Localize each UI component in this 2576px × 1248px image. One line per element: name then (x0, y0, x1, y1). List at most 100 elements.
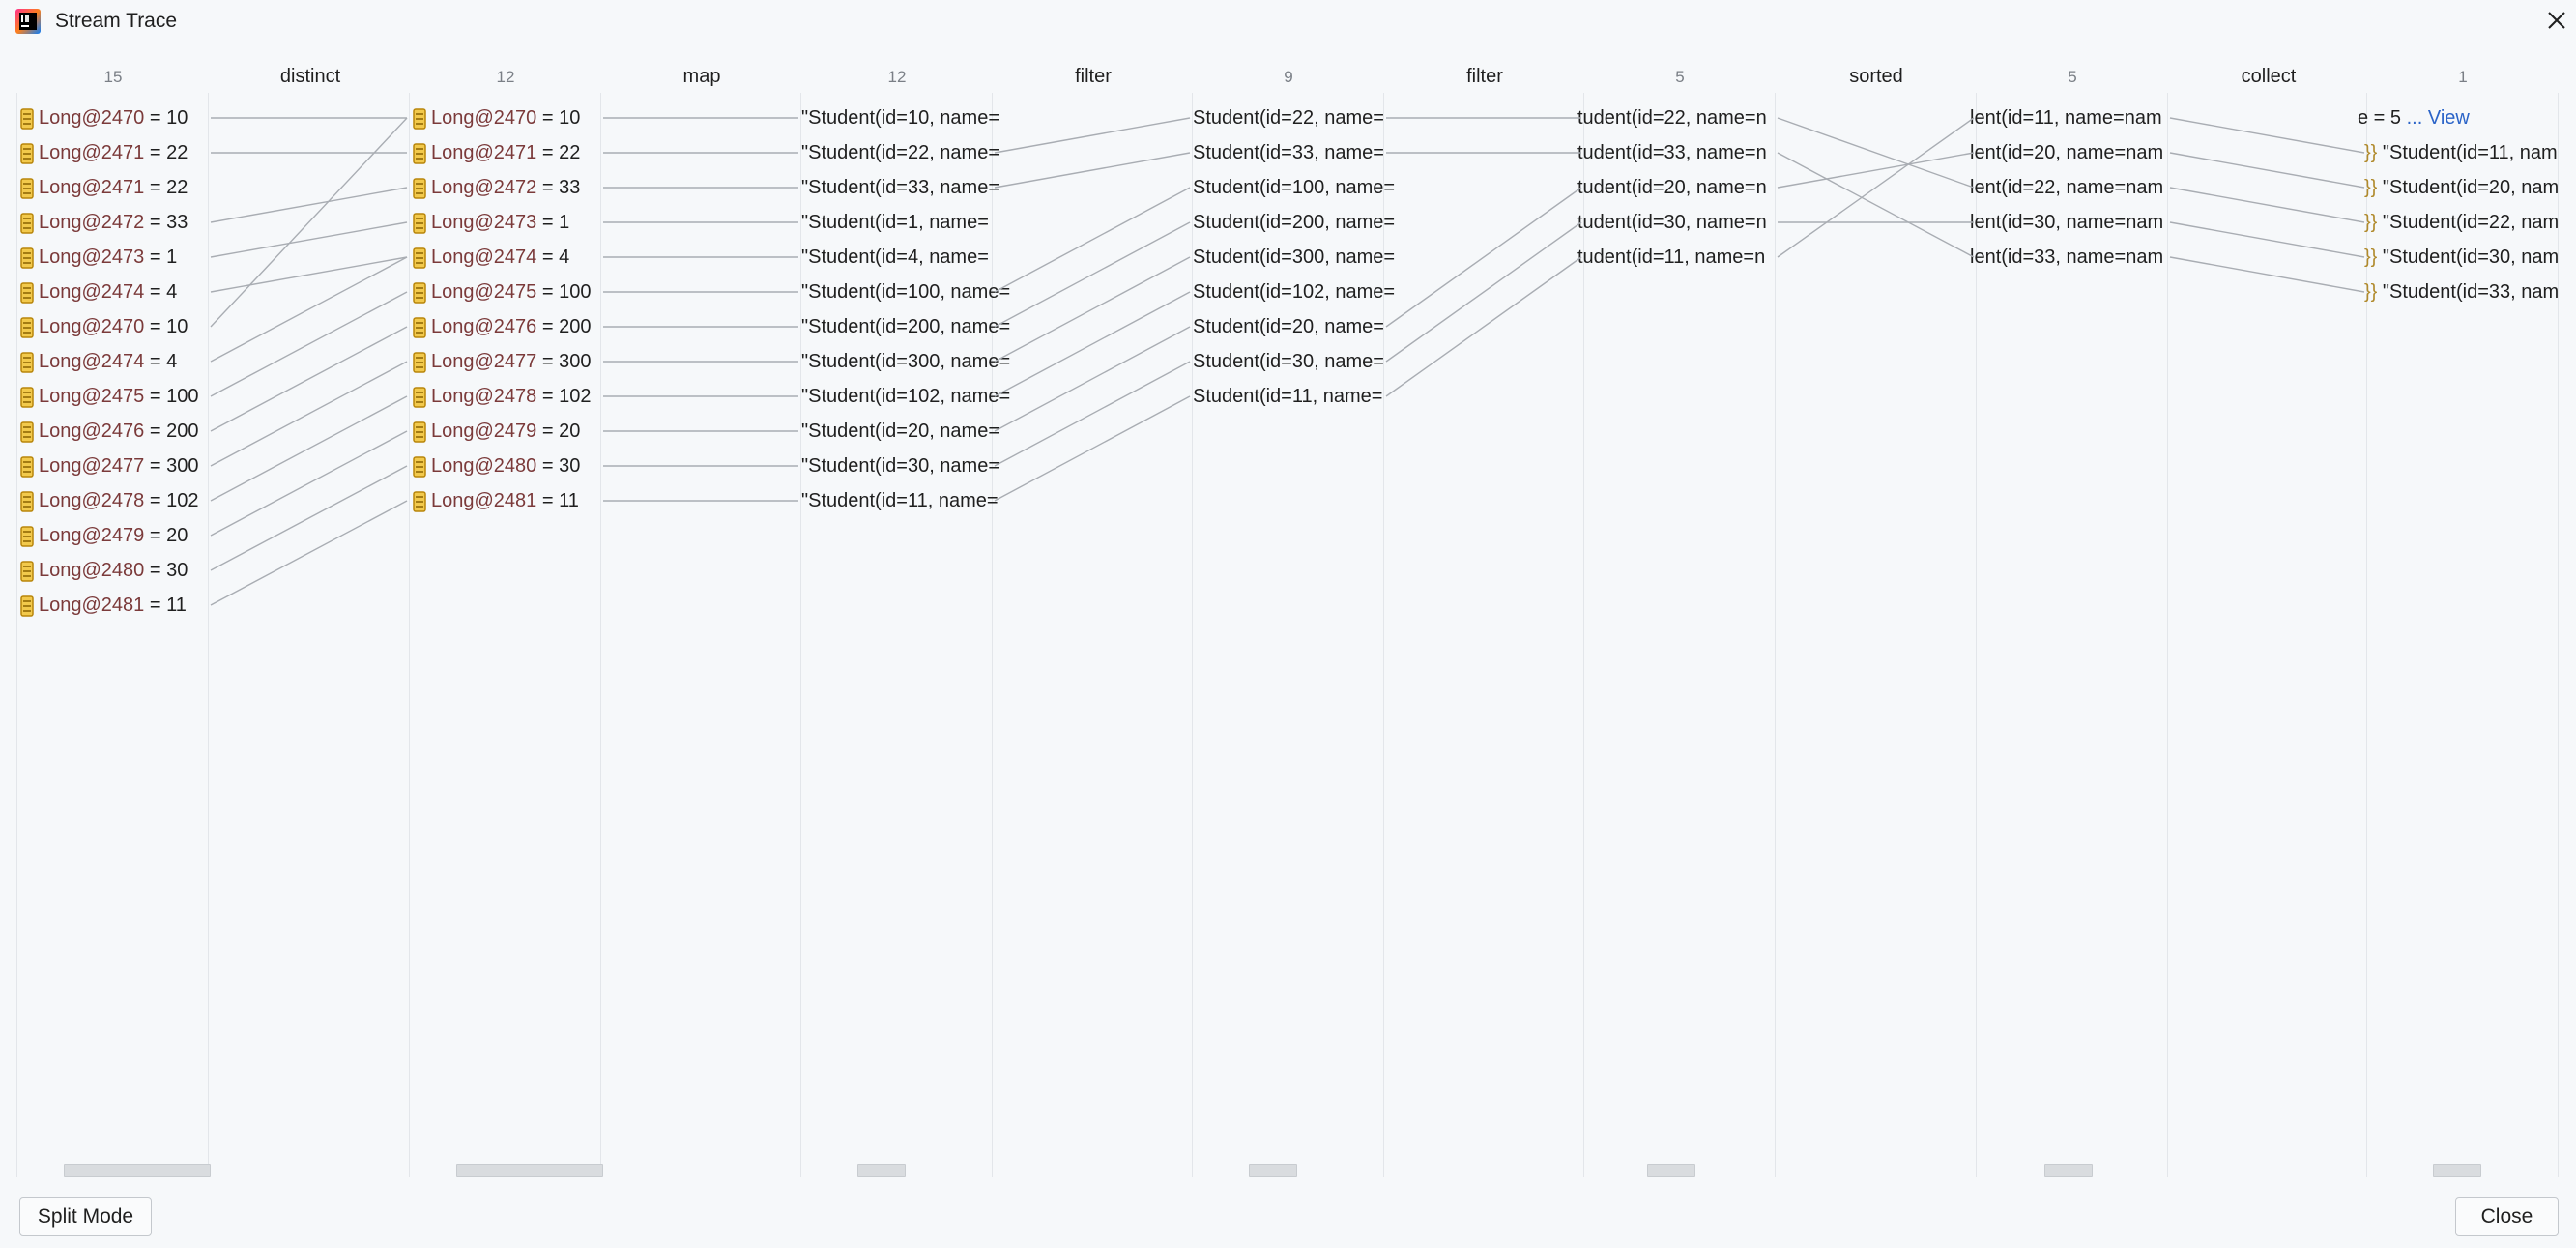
value-text: "Student(id=20, name= (801, 421, 1000, 442)
trace-value[interactable]: "Student(id=4, name= (801, 243, 989, 272)
trace-value[interactable]: Long@2470 = 10 (410, 103, 580, 132)
horizontal-scrollbar[interactable] (2044, 1164, 2093, 1177)
trace-value[interactable]: }} "Student(id=30, nam (2364, 243, 2559, 272)
trace-value[interactable]: }} "Student(id=11, nam (2364, 138, 2558, 167)
trace-value[interactable]: Long@2477 = 300 (410, 347, 591, 376)
trace-value[interactable]: e = 5 ... View (2358, 103, 2470, 132)
close-window-icon[interactable] (2542, 6, 2571, 35)
trace-value[interactable]: Long@2481 = 11 (410, 486, 579, 515)
trace-value[interactable]: Long@2480 = 30 (17, 556, 188, 585)
brace-icon: }} (2364, 281, 2383, 303)
trace-value[interactable]: Student(id=300, name= (1193, 243, 1395, 272)
value-text: = 22 (144, 142, 188, 163)
trace-value[interactable]: Student(id=100, name= (1193, 173, 1395, 202)
object-field-icon (413, 421, 426, 443)
horizontal-scrollbar[interactable] (857, 1164, 906, 1177)
trace-value[interactable]: Long@2481 = 11 (17, 591, 187, 620)
view-link[interactable]: ... View (2406, 107, 2470, 129)
column-count-label: 5 (1675, 68, 1685, 86)
trace-value[interactable]: }} "Student(id=22, nam (2364, 208, 2559, 237)
trace-value[interactable]: Long@2475 = 100 (410, 277, 591, 306)
trace-link-line (2169, 221, 2365, 258)
trace-value[interactable]: "Student(id=1, name= (801, 208, 989, 237)
trace-value[interactable]: "Student(id=11, name= (801, 486, 999, 515)
trace-value[interactable]: Student(id=20, name= (1193, 312, 1384, 341)
value-text: = 20 (536, 421, 581, 442)
trace-value[interactable]: Long@2474 = 4 (410, 243, 569, 272)
trace-value[interactable]: Long@2470 = 10 (17, 312, 188, 341)
trace-value[interactable]: lent(id=30, name=nam (1970, 208, 2163, 237)
horizontal-scrollbar[interactable] (64, 1164, 211, 1177)
trace-value[interactable]: Long@2475 = 100 (17, 382, 198, 411)
trace-value[interactable]: Long@2476 = 200 (17, 417, 198, 446)
trace-value[interactable]: }} "Student(id=33, nam (2364, 277, 2559, 306)
value-reference: Long@2472 (431, 177, 537, 198)
trace-value[interactable]: tudent(id=22, name=n (1577, 103, 1767, 132)
value-text: Student(id=20, name= (1193, 316, 1384, 337)
trace-value[interactable]: Long@2472 = 33 (410, 173, 580, 202)
close-button[interactable]: Close (2455, 1197, 2559, 1236)
value-text: "Student(id=33, name= (801, 177, 1000, 198)
trace-value[interactable]: Long@2472 = 33 (17, 208, 188, 237)
trace-value[interactable]: lent(id=11, name=nam (1970, 103, 2162, 132)
trace-value[interactable]: tudent(id=20, name=n (1577, 173, 1767, 202)
value-text: tudent(id=30, name=n (1577, 212, 1767, 233)
trace-value[interactable]: Student(id=30, name= (1193, 347, 1384, 376)
trace-value[interactable]: "Student(id=22, name= (801, 138, 999, 167)
horizontal-scrollbar[interactable] (456, 1164, 603, 1177)
trace-value[interactable]: Long@2470 = 10 (17, 103, 188, 132)
value-text: = 22 (144, 177, 188, 198)
trace-value[interactable]: Long@2471 = 22 (17, 138, 188, 167)
value-text: Student(id=200, name= (1193, 212, 1396, 233)
trace-value[interactable]: Student(id=22, name= (1193, 103, 1384, 132)
trace-value[interactable]: Long@2480 = 30 (410, 451, 580, 480)
trace-value[interactable]: Student(id=200, name= (1193, 208, 1395, 237)
trace-value[interactable]: tudent(id=33, name=n (1577, 138, 1767, 167)
trace-link-line (210, 500, 408, 606)
trace-value[interactable]: Long@2476 = 200 (410, 312, 591, 341)
split-mode-button[interactable]: Split Mode (19, 1197, 152, 1236)
horizontal-scrollbar[interactable] (1647, 1164, 1695, 1177)
trace-value[interactable]: Student(id=102, name= (1193, 277, 1395, 306)
value-text: "Student(id=11, nam (2382, 142, 2558, 163)
trace-value[interactable]: lent(id=20, name=nam (1970, 138, 2163, 167)
trace-value[interactable]: "Student(id=20, name= (801, 417, 999, 446)
value-text: "Student(id=300, name= (801, 351, 1011, 372)
trace-value[interactable]: tudent(id=30, name=n (1577, 208, 1767, 237)
object-field-icon (20, 421, 34, 443)
trace-value[interactable]: lent(id=33, name=nam (1970, 243, 2163, 272)
value-text: "Student(id=11, name= (801, 490, 999, 511)
trace-value[interactable]: Student(id=11, name= (1193, 382, 1382, 411)
trace-link-line (2169, 117, 2365, 154)
trace-value[interactable]: "Student(id=200, name= (801, 312, 1010, 341)
trace-value[interactable]: Long@2474 = 4 (17, 347, 177, 376)
trace-value[interactable]: Long@2473 = 1 (17, 243, 177, 272)
trace-value[interactable]: Long@2478 = 102 (410, 382, 591, 411)
trace-value[interactable]: Long@2479 = 20 (17, 521, 188, 550)
trace-value[interactable]: Long@2478 = 102 (17, 486, 198, 515)
trace-value[interactable]: Long@2479 = 20 (410, 417, 580, 446)
trace-value[interactable]: tudent(id=11, name=n (1577, 243, 1765, 272)
trace-value[interactable]: "Student(id=10, name= (801, 103, 999, 132)
value-text: "Student(id=10, name= (801, 107, 1000, 129)
trace-link-line (994, 221, 1191, 328)
trace-value[interactable]: Long@2471 = 22 (410, 138, 580, 167)
trace-value[interactable]: lent(id=22, name=nam (1970, 173, 2163, 202)
trace-value[interactable]: "Student(id=102, name= (801, 382, 1010, 411)
trace-value[interactable]: "Student(id=100, name= (801, 277, 1010, 306)
horizontal-scrollbar[interactable] (2433, 1164, 2481, 1177)
trace-value[interactable]: Student(id=33, name= (1193, 138, 1384, 167)
window-title: Stream Trace (55, 10, 178, 32)
trace-value[interactable]: "Student(id=30, name= (801, 451, 999, 480)
trace-value[interactable]: Long@2477 = 300 (17, 451, 198, 480)
trace-value[interactable]: Long@2474 = 4 (17, 277, 177, 306)
trace-value[interactable]: "Student(id=300, name= (801, 347, 1010, 376)
trace-link-line (1777, 117, 1975, 189)
value-text: = 100 (144, 386, 199, 407)
trace-value[interactable]: }} "Student(id=20, nam (2364, 173, 2559, 202)
trace-value[interactable]: "Student(id=33, name= (801, 173, 999, 202)
value-reference: Long@2475 (39, 386, 145, 407)
trace-value[interactable]: Long@2473 = 1 (410, 208, 569, 237)
trace-value[interactable]: Long@2471 = 22 (17, 173, 188, 202)
horizontal-scrollbar[interactable] (1249, 1164, 1297, 1177)
